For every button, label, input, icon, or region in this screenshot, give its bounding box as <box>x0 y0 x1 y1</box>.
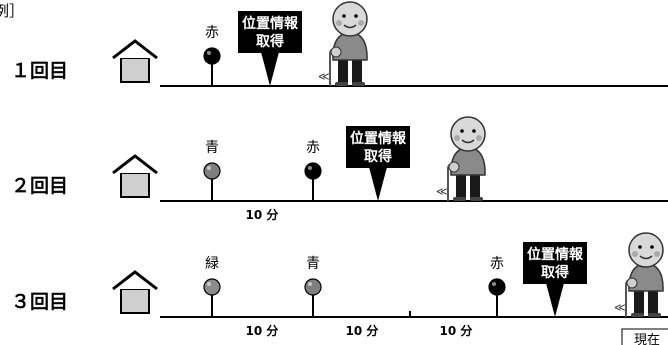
motion-lines-icon: ≪ <box>436 185 448 198</box>
location-callout: 位置情報取得 <box>238 11 302 86</box>
location-callout-text: 位置情報取得 <box>242 15 299 50</box>
pin-icon <box>488 278 506 317</box>
timeline-row: ３回目 緑 青 赤 10 分 10 分 10 分 位置情報取得 ≪ 現在 <box>11 232 668 345</box>
elderly-person-icon <box>625 232 664 317</box>
current-marker: 現在 <box>621 328 668 345</box>
interval-label: 10 分 <box>246 207 279 222</box>
house-icon <box>112 154 158 198</box>
pin-icon <box>203 47 221 86</box>
location-callout: 位置情報取得 <box>523 242 587 317</box>
pin-label: 赤 <box>490 256 504 272</box>
timeline-row: ２回目 青 赤 10 分 位置情報取得 ≪ <box>11 116 668 222</box>
interval-label: 10 分 <box>346 323 379 338</box>
motion-lines-icon: ≪ <box>318 70 330 83</box>
timeline-row: １回目 赤 位置情報取得 ≪ <box>11 1 668 87</box>
interval-label: 10 分 <box>246 323 279 338</box>
pin-label: 青 <box>306 256 320 272</box>
pin-label: 緑 <box>205 256 219 272</box>
location-callout: 位置情報取得 <box>346 126 410 201</box>
house-icon <box>112 39 158 83</box>
interval-label: 10 分 <box>440 323 473 338</box>
pin-icon <box>203 278 221 317</box>
row-label: ３回目 <box>11 291 68 313</box>
pin-icon <box>203 162 221 201</box>
current-label: 現在 <box>634 333 660 345</box>
pin-icon <box>304 162 322 201</box>
pin-label: 赤 <box>306 140 320 156</box>
pin-label: 青 <box>205 140 219 156</box>
elderly-person-icon <box>329 1 368 86</box>
location-callout-text: 位置情報取得 <box>350 130 407 165</box>
pin-icon <box>304 278 322 317</box>
location-callout-text: 位置情報取得 <box>527 246 584 281</box>
row-label: １回目 <box>11 60 68 82</box>
header-fragment: 例］ <box>0 2 24 20</box>
house-icon <box>112 270 158 314</box>
row-label: ２回目 <box>11 175 68 197</box>
motion-lines-icon: ≪ <box>614 301 626 314</box>
elderly-person-icon <box>447 116 486 201</box>
pin-label: 赤 <box>205 25 219 41</box>
